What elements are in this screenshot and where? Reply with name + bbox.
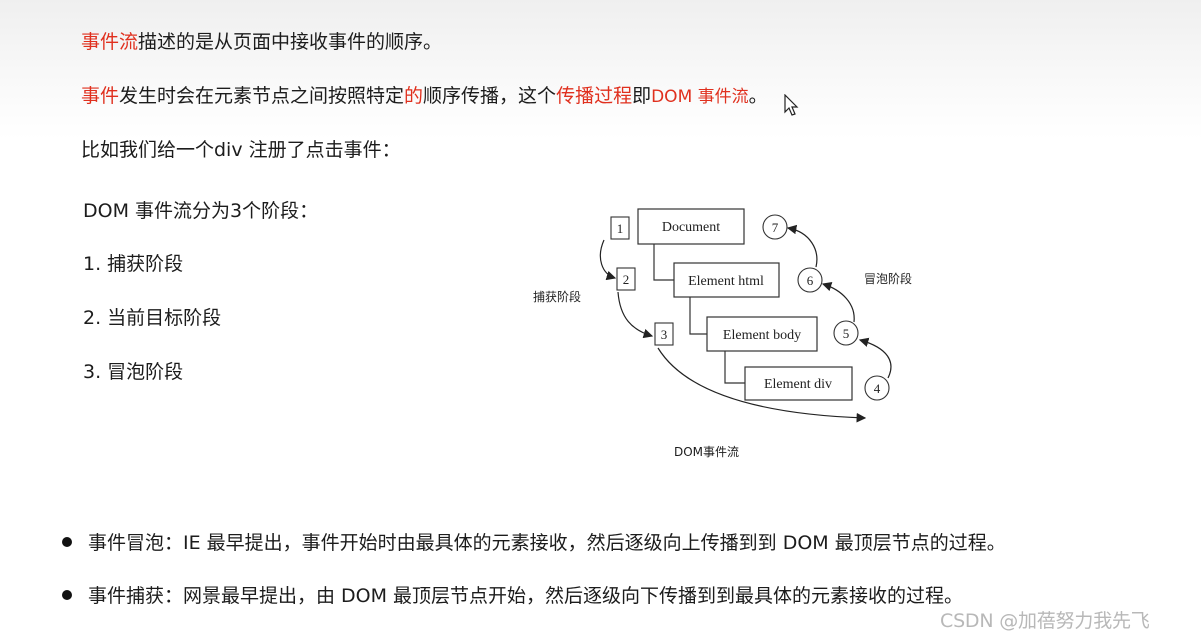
slide-line-2: 事件发生时会在元素节点之间按照特定的顺序传播，这个传播过程即DOM 事件流。 — [81, 84, 768, 109]
bubble-phase-label: 冒泡阶段 — [864, 271, 912, 286]
capture-step-1-label: 1 — [617, 221, 624, 236]
capture-step-2 — [616, 267, 636, 291]
line2-text-b: 顺序传播，这个 — [423, 85, 557, 107]
bubble-step-6 — [797, 267, 823, 293]
phase-item-capture: 1. 捕获阶段 — [83, 253, 184, 275]
bubble-arrow-1 — [858, 337, 892, 379]
phase-item-target: 2. 当前目标阶段 — [83, 307, 222, 329]
bubble-step-5 — [833, 320, 859, 346]
bullet-event-capturing: 事件捕获：网景最早提出，由 DOM 最顶层节点开始，然后逐级向下传播到到最具体的… — [62, 584, 963, 608]
bubble-step-7-label: 7 — [772, 220, 779, 235]
bubble-step-4-label: 4 — [874, 381, 881, 396]
dom-event-flow-diagram: Document Element html Element body Eleme… — [533, 208, 912, 423]
line2-text-d: 。 — [748, 85, 768, 107]
term-event: 事件 — [81, 85, 120, 107]
capture-step-2-label: 2 — [623, 272, 630, 287]
capture-phase-label: 捕获阶段 — [533, 289, 581, 304]
capture-step-1 — [610, 216, 630, 240]
line1-text: 描述的是从页面中接收事件的顺序。 — [138, 31, 443, 53]
term-de: 的 — [404, 85, 424, 107]
node-html-label: Element html — [688, 274, 764, 289]
line2-text-c: 即 — [632, 85, 652, 107]
bubble-arrow-2 — [821, 281, 855, 323]
capture-step-3-label: 3 — [661, 327, 668, 342]
node-html — [673, 262, 780, 298]
slide-header-fade — [0, 0, 1201, 140]
bubble-step-4 — [864, 375, 890, 401]
bullet-event-capturing-text: 事件捕获：网景最早提出，由 DOM 最顶层节点开始，然后逐级向下传播到到最具体的… — [88, 585, 964, 607]
capture-step-3 — [654, 322, 674, 346]
node-div — [744, 366, 853, 401]
bullet-dot-icon — [62, 589, 72, 600]
csdn-watermark: CSDN @加蓓努力我先飞 — [940, 610, 1150, 632]
phases-title: DOM 事件流分为3个阶段： — [83, 200, 319, 222]
capture-arrow-3 — [657, 347, 867, 423]
capture-arrow-2 — [617, 291, 654, 339]
node-document-label: Document — [662, 220, 720, 235]
node-document — [637, 208, 745, 245]
bubble-step-5-label: 5 — [843, 326, 850, 341]
bubble-arrow-3 — [786, 224, 818, 268]
term-event-flow: 事件流 — [81, 31, 139, 53]
bubble-step-6-label: 6 — [807, 273, 814, 288]
phase-item-bubble: 3. 冒泡阶段 — [83, 361, 184, 383]
mouse-cursor-icon — [784, 94, 799, 116]
line2-text-a: 发生时会在元素节点之间按照特定 — [119, 85, 405, 107]
node-div-label: Element div — [764, 377, 832, 392]
bullet-dot-icon — [62, 536, 72, 547]
term-propagation: 传播过程 — [556, 85, 633, 107]
node-body — [706, 316, 818, 352]
slide-line-3: 比如我们给一个div 注册了点击事件： — [81, 139, 401, 161]
diagram-caption: DOM事件流 — [674, 445, 740, 459]
bullet-event-bubbling: 事件冒泡：IE 最早提出，事件开始时由最具体的元素接收，然后逐级向上传播到到 D… — [62, 531, 1006, 555]
slide-line-1: 事件流描述的是从页面中接收事件的顺序。 — [81, 30, 442, 54]
term-dom-event-flow: DOM 事件流 — [651, 87, 749, 107]
node-body-label: Element body — [723, 328, 801, 343]
bullet-event-bubbling-text: 事件冒泡：IE 最早提出，事件开始时由最具体的元素接收，然后逐级向上传播到到 D… — [88, 532, 1006, 554]
capture-arrow-1 — [599, 239, 617, 281]
